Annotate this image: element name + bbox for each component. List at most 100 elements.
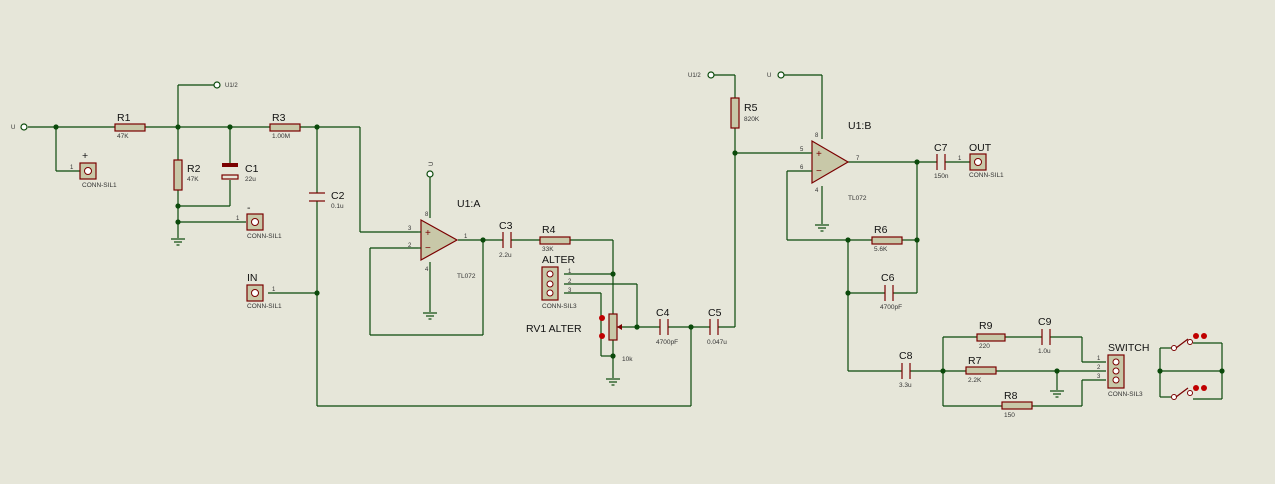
svg-text:C1: C1 [245, 163, 259, 175]
svg-text:5.6K: 5.6K [874, 246, 888, 253]
svg-text:3: 3 [1097, 374, 1101, 380]
svg-text:R2: R2 [187, 163, 201, 175]
capacitor-c2: C2 0.1u [309, 190, 345, 210]
resistor-r8: R8 150 [1001, 390, 1033, 419]
svg-text:R8: R8 [1004, 390, 1018, 402]
svg-text:4: 4 [425, 267, 429, 273]
capacitor-c7: C7 150n [934, 142, 949, 180]
svg-text:−: − [425, 243, 431, 254]
svg-text:R5: R5 [744, 102, 758, 114]
svg-text:2: 2 [568, 279, 572, 285]
connector-alter: 1 2 3 ALTER CONN-SIL3 [541, 254, 577, 310]
svg-text:8: 8 [815, 133, 819, 139]
connector-in: 1 IN CONN-SIL1 [246, 272, 282, 310]
capacitor-c8: C8 3.3u [899, 350, 913, 389]
svg-text:-: - [247, 202, 251, 214]
capacitor-c1: C1 22u [221, 163, 259, 183]
svg-text:C8: C8 [899, 350, 913, 362]
svg-text:3: 3 [408, 226, 412, 232]
svg-text:R3: R3 [272, 112, 286, 124]
svg-text:C6: C6 [881, 272, 895, 284]
svg-text:OUT: OUT [969, 142, 992, 154]
connector-plus: 1 + CONN-SIL1 [70, 150, 117, 189]
opamp-u1a: + − 3 2 1 8 4 U1:A TL072 [408, 198, 480, 280]
resistor-r7: R7 2.2K [965, 355, 997, 384]
connector-out: 1 OUT CONN-SIL1 [958, 142, 1004, 179]
svg-text:U1/2: U1/2 [225, 83, 238, 89]
svg-text:2.2u: 2.2u [499, 252, 512, 259]
svg-text:SWITCH: SWITCH [1108, 342, 1149, 354]
svg-text:R7: R7 [968, 355, 982, 367]
potentiometer-rv1: RV1 ALTER 10k [526, 313, 633, 363]
svg-text:C3: C3 [499, 220, 513, 232]
svg-text:R6: R6 [874, 224, 888, 236]
svg-text:CONN-SIL1: CONN-SIL1 [247, 303, 282, 310]
connector-minus: 1 - CONN-SIL1 [236, 202, 282, 240]
resistor-r5: R5 820K [730, 97, 760, 129]
connector-switch: 1 2 3 SWITCH CONN-SIL3 [1097, 342, 1149, 398]
svg-text:4: 4 [815, 188, 819, 194]
svg-text:R1: R1 [117, 112, 131, 124]
resistor-r9: R9 220 [976, 320, 1006, 350]
capacitor-c3: C3 2.2u [499, 220, 513, 259]
svg-text:10k: 10k [622, 356, 633, 363]
svg-text:0.047u: 0.047u [707, 339, 727, 346]
svg-text:33K: 33K [542, 246, 554, 253]
svg-text:5: 5 [800, 147, 804, 153]
svg-text:0.1u: 0.1u [331, 203, 344, 210]
svg-text:47K: 47K [187, 176, 199, 183]
svg-text:IN: IN [247, 272, 258, 284]
svg-text:4700pF: 4700pF [656, 339, 678, 346]
resistor-r4: R4 33K [539, 224, 571, 253]
terminal-u-opamp-b: U [767, 71, 785, 79]
svg-text:+: + [816, 149, 822, 160]
svg-text:ALTER: ALTER [542, 254, 575, 266]
svg-text:+: + [82, 150, 88, 162]
capacitor-c5: C5 0.047u [707, 307, 727, 346]
svg-text:1.0u: 1.0u [1038, 348, 1051, 355]
svg-text:C7: C7 [934, 142, 948, 154]
capacitor-c6: C6 4700pF [880, 272, 902, 311]
svg-text:3.3u: 3.3u [899, 382, 912, 389]
svg-text:1: 1 [568, 269, 572, 275]
svg-text:U: U [11, 125, 15, 131]
svg-text:U1/2: U1/2 [688, 73, 701, 79]
svg-text:4700pF: 4700pF [880, 304, 902, 311]
svg-text:C2: C2 [331, 190, 345, 202]
svg-text:+: + [425, 228, 431, 239]
svg-text:U1:A: U1:A [457, 198, 480, 210]
svg-text:820K: 820K [744, 116, 760, 123]
svg-text:2: 2 [408, 243, 412, 249]
terminal-u12-top: U1/2 [213, 81, 238, 89]
svg-text:150: 150 [1004, 412, 1015, 419]
svg-text:−: − [816, 166, 822, 177]
svg-text:U1:B: U1:B [848, 120, 871, 132]
svg-text:RV1 ALTER: RV1 ALTER [526, 323, 582, 335]
svg-text:22u: 22u [245, 176, 256, 183]
svg-text:C4: C4 [656, 307, 670, 319]
svg-text:C9: C9 [1038, 316, 1052, 328]
svg-text:1: 1 [464, 234, 468, 240]
svg-text:CONN-SIL1: CONN-SIL1 [82, 182, 117, 189]
svg-text:C5: C5 [708, 307, 722, 319]
svg-text:TL072: TL072 [457, 273, 476, 280]
svg-text:CONN-SIL3: CONN-SIL3 [542, 303, 577, 310]
capacitor-c4: C4 4700pF [656, 307, 678, 346]
switch-symbol-top [1159, 333, 1210, 371]
wires [28, 74, 1223, 407]
svg-text:6: 6 [800, 165, 804, 171]
svg-text:1: 1 [958, 156, 962, 162]
svg-text:2: 2 [1097, 365, 1101, 371]
resistor-r3: R3 1.00M [269, 112, 301, 140]
switch-symbol-bottom [1159, 371, 1210, 400]
opamp-u1b: + − 5 6 7 8 4 U1:B TL072 [800, 120, 871, 202]
svg-text:TL072: TL072 [848, 195, 867, 202]
svg-text:1: 1 [70, 165, 74, 171]
terminal-u12-r5: U1/2 [688, 71, 715, 79]
svg-text:7: 7 [856, 156, 860, 162]
svg-text:U: U [767, 73, 771, 79]
svg-text:150n: 150n [934, 173, 949, 180]
svg-text:R9: R9 [979, 320, 993, 332]
svg-text:3: 3 [568, 288, 572, 294]
